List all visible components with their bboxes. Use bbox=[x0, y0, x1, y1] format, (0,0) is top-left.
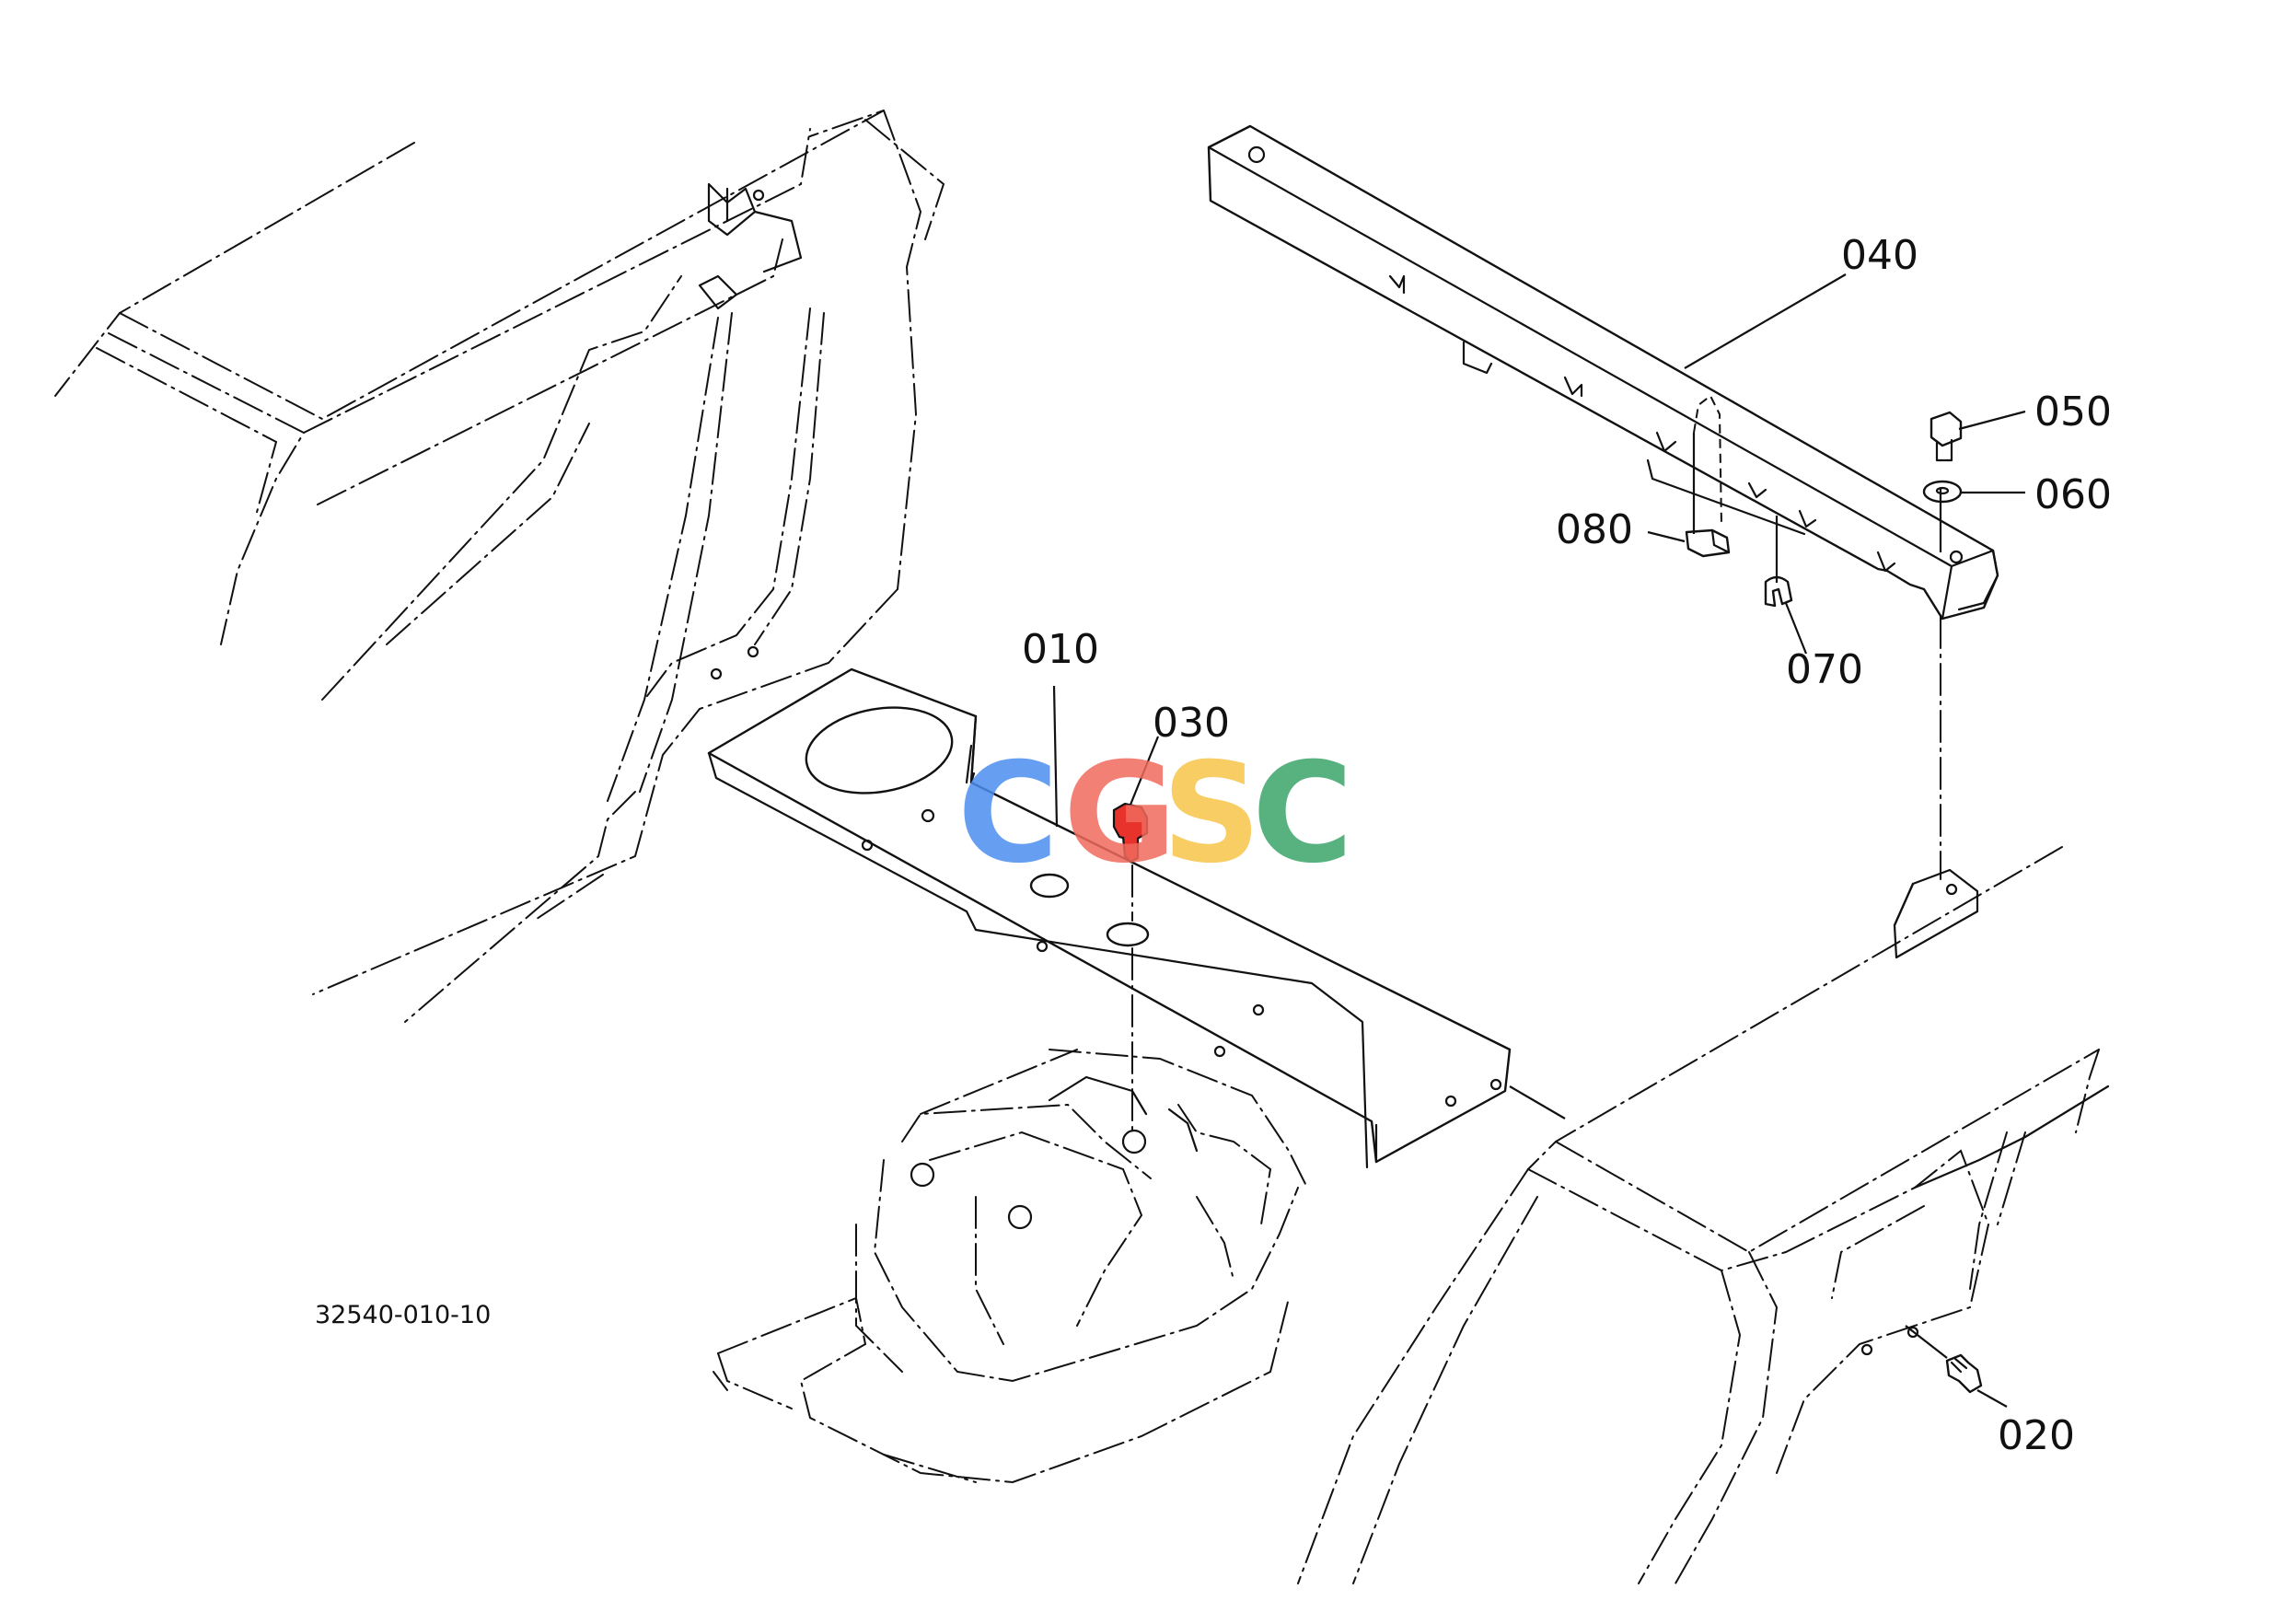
callout-050: 050 bbox=[2034, 389, 2112, 435]
part-060-washer bbox=[1922, 480, 1963, 504]
drawing-number: 32540-010-10 bbox=[315, 1301, 491, 1329]
left-cab-body bbox=[54, 110, 945, 1023]
part-070-clip bbox=[1764, 575, 1793, 608]
callout-030: 030 bbox=[1153, 700, 1230, 747]
watermark-letter-2: G bbox=[1063, 734, 1176, 894]
callout-020: 020 bbox=[1998, 1412, 2075, 1459]
part-030-bolt-highlighted bbox=[1112, 802, 1149, 864]
part-050-bolt bbox=[1930, 411, 1963, 462]
watermark-letter-1: C bbox=[957, 734, 1059, 894]
part-080-block bbox=[1685, 528, 1731, 558]
right-cab-body bbox=[1297, 846, 2110, 1584]
engine-block bbox=[713, 1049, 1308, 1484]
callout-080: 080 bbox=[1556, 506, 1633, 553]
watermark-letter-4: C bbox=[1252, 734, 1353, 894]
callout-labels: 010 030 040 050 060 070 080 020 32540-01… bbox=[315, 232, 2112, 1459]
watermark-letter-3: S bbox=[1162, 734, 1261, 894]
part-010-mounting-plate bbox=[707, 667, 1512, 1169]
part-020-bolt bbox=[1945, 1353, 1983, 1394]
callout-070: 070 bbox=[1786, 646, 1863, 693]
part-040-channel-rail bbox=[1207, 124, 1999, 621]
watermark: C G S C bbox=[957, 734, 1353, 894]
callout-040: 040 bbox=[1841, 232, 1918, 279]
callout-010: 010 bbox=[1022, 626, 1099, 673]
assembly-lines bbox=[1131, 433, 1948, 1359]
callout-060: 060 bbox=[2034, 471, 2112, 518]
leader-lines bbox=[1052, 273, 2026, 1408]
